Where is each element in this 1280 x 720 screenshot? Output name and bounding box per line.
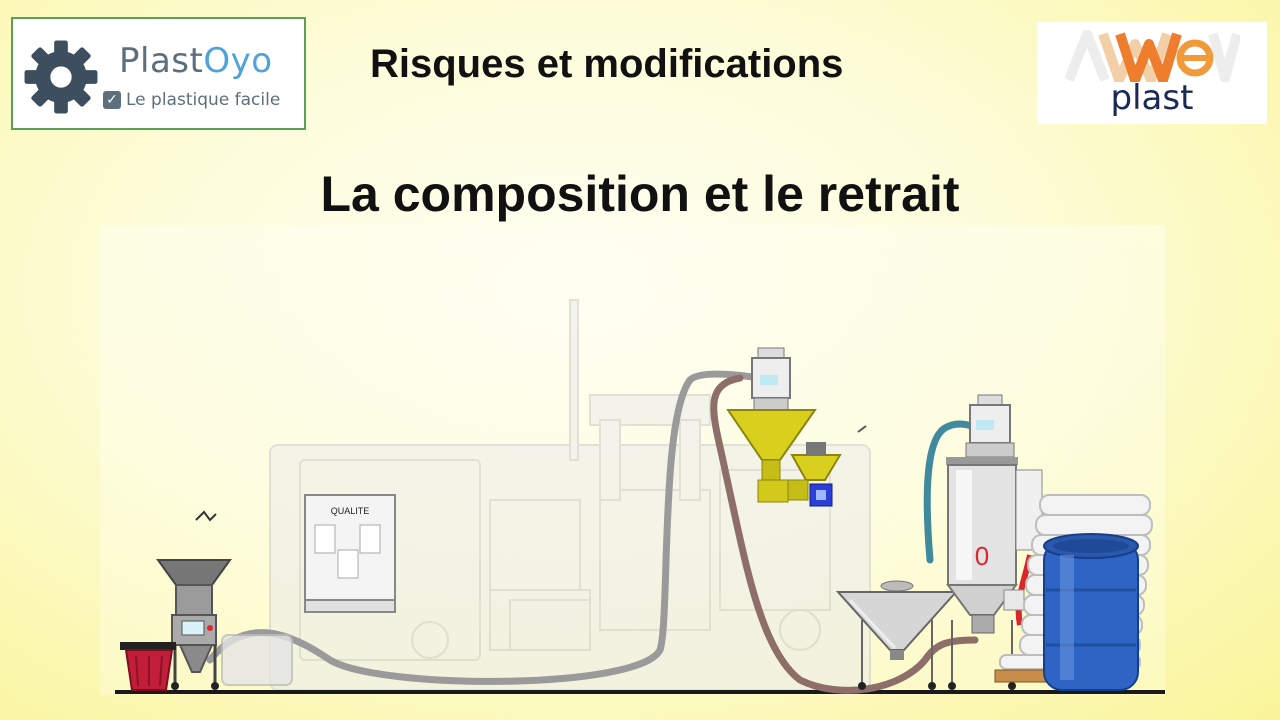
brand-name: PlastOyo <box>119 41 273 81</box>
awev-mark <box>1065 30 1240 82</box>
checkbox-icon: ✓ <box>103 91 121 109</box>
plastoyo-logo: PlastOyo ✓ Le plastique facile <box>11 17 306 130</box>
brand-part2: Oyo <box>203 41 273 81</box>
page-title: La composition et le retrait <box>320 166 960 222</box>
blue-drum <box>1043 533 1139 691</box>
red-bin <box>120 642 176 691</box>
awev-sub: plast <box>1110 78 1194 118</box>
brown-pipe <box>710 374 979 694</box>
hopper-loader <box>751 347 791 411</box>
metal-funnel <box>835 580 959 690</box>
grey-pipe <box>206 370 764 685</box>
granulate-box <box>221 634 293 686</box>
grinder <box>156 510 232 690</box>
gear-icon <box>24 40 98 114</box>
teal-pipe <box>923 420 976 564</box>
brand-part1: Plast <box>119 41 204 81</box>
awev-plast-logo: plast <box>1037 22 1267 124</box>
quality-cabinet: QUALITE <box>304 494 396 613</box>
quality-label: QUALITE <box>331 506 370 516</box>
brand-tagline: ✓ Le plastique facile <box>103 90 280 110</box>
dryer-gauge: 0 <box>975 541 989 571</box>
yellow-hopper <box>726 409 867 507</box>
tagline-text: Le plastique facile <box>126 90 281 110</box>
header-title: Risques et modifications <box>370 42 844 86</box>
